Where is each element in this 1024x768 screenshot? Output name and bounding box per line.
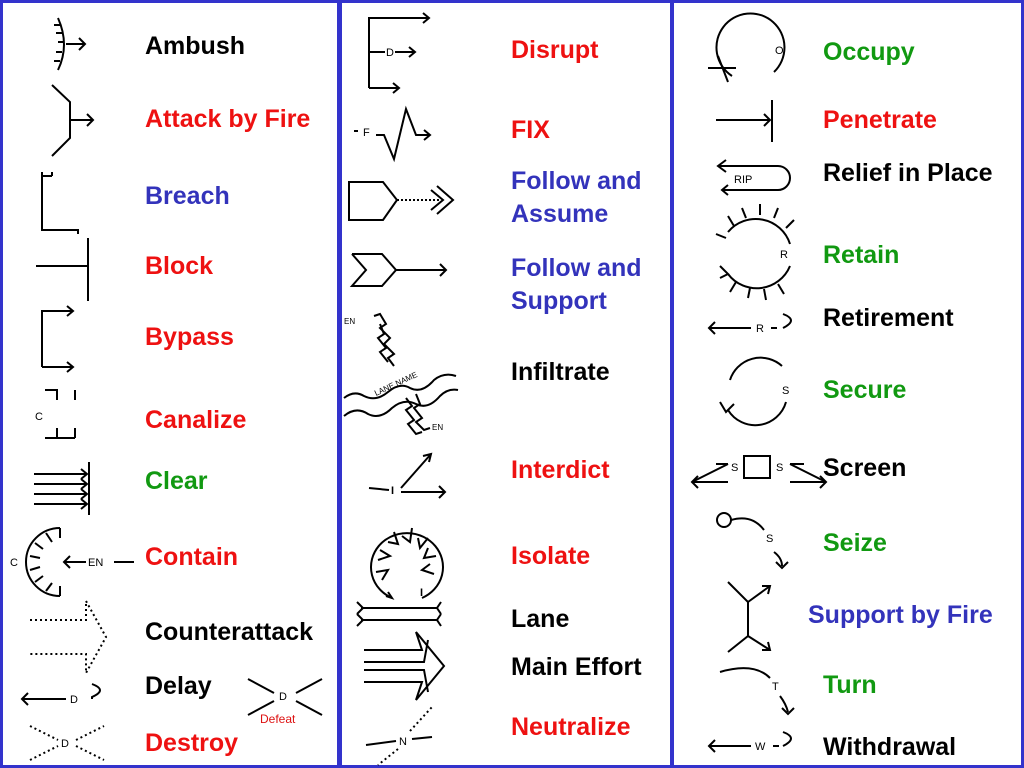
label-screen: Screen bbox=[823, 454, 907, 482]
infiltrate-symbol-text-lane: LANE NAME bbox=[373, 370, 419, 398]
contain-symbol-text-c: C bbox=[10, 557, 18, 569]
disrupt-symbol: D bbox=[368, 12, 431, 94]
screen-symbol: S S bbox=[690, 455, 828, 489]
label-canalize: Canalize bbox=[145, 406, 247, 434]
screen-symbol-text-right: S bbox=[776, 462, 783, 474]
contain-symbol: C EN bbox=[10, 527, 134, 597]
infiltrate-symbol-text-en-bottom: EN bbox=[432, 423, 443, 432]
disrupt-symbol-text: D bbox=[386, 47, 394, 59]
attack-by-fire-symbol bbox=[51, 84, 95, 157]
delay-symbol-text: D bbox=[70, 694, 78, 706]
support-by-fire-symbol bbox=[727, 581, 772, 653]
label-follow-and-assume-1: Follow and bbox=[511, 167, 642, 195]
clear-symbol bbox=[34, 462, 90, 515]
label-interdict: Interdict bbox=[511, 456, 610, 484]
label-secure: Secure bbox=[823, 376, 907, 404]
destroy-symbol: D bbox=[29, 725, 105, 761]
delay-symbol: D bbox=[20, 683, 101, 706]
label-attack-by-fire: Attack by Fire bbox=[145, 105, 311, 133]
canalize-symbol-text: C bbox=[35, 411, 43, 423]
screen-symbol-text-left: S bbox=[731, 462, 738, 474]
occupy-symbol-text: O bbox=[775, 45, 784, 57]
secure-symbol-text: S bbox=[782, 385, 789, 397]
label-main-effort: Main Effort bbox=[511, 653, 642, 681]
label-occupy: Occupy bbox=[823, 38, 915, 66]
breach-symbol bbox=[41, 172, 79, 234]
fix-symbol-text: F bbox=[363, 127, 370, 139]
turn-symbol-text: T bbox=[772, 681, 779, 693]
canalize-symbol: C bbox=[35, 389, 76, 439]
label-follow-and-assume-2: Assume bbox=[511, 200, 609, 228]
label-neutralize: Neutralize bbox=[511, 713, 631, 741]
label-support-by-fire: Support by Fire bbox=[808, 601, 993, 629]
counterattack-symbol bbox=[30, 597, 108, 677]
label-follow-and-support-2: Support bbox=[511, 287, 607, 315]
occupy-symbol: O bbox=[708, 12, 786, 83]
label-contain: Contain bbox=[145, 543, 239, 571]
label-bypass: Bypass bbox=[145, 323, 234, 351]
seize-symbol-text: S bbox=[766, 533, 773, 545]
destroy-symbol-text: D bbox=[61, 738, 69, 750]
label-retain: Retain bbox=[823, 241, 900, 269]
label-isolate: Isolate bbox=[511, 542, 591, 570]
label-follow-and-support-1: Follow and bbox=[511, 254, 642, 282]
defeat-symbol: D bbox=[247, 678, 323, 716]
defeat-symbol-text: D bbox=[279, 691, 287, 703]
relief-in-place-symbol-text: RIP bbox=[734, 174, 752, 186]
infiltrate-symbol-text-en-top: EN bbox=[344, 317, 355, 326]
column3-frame bbox=[671, 0, 1024, 768]
defeat-label: Defeat bbox=[260, 712, 296, 726]
neutralize-symbol-text: N bbox=[399, 736, 407, 748]
column1-frame bbox=[0, 0, 340, 768]
infiltrate-symbol: EN LANE NAME EN bbox=[343, 312, 459, 436]
interdict-symbol: I bbox=[368, 452, 447, 499]
follow-and-support-symbol bbox=[349, 253, 448, 287]
lane-symbol bbox=[356, 601, 442, 627]
seize-symbol: S bbox=[716, 512, 789, 570]
follow-and-assume-symbol bbox=[348, 181, 455, 221]
relief-in-place-symbol: RIP bbox=[716, 159, 791, 196]
retain-symbol-text: R bbox=[780, 249, 788, 261]
main-effort-symbol bbox=[364, 631, 446, 701]
isolate-symbol-text: I bbox=[420, 587, 423, 599]
retirement-symbol-text: R bbox=[756, 323, 764, 335]
neutralize-symbol: N bbox=[365, 706, 433, 766]
turn-symbol: T bbox=[719, 667, 795, 716]
label-breach: Breach bbox=[145, 182, 230, 210]
label-turn: Turn bbox=[823, 671, 877, 699]
contain-symbol-text-en: EN bbox=[88, 557, 103, 569]
interdict-symbol-text: I bbox=[391, 485, 394, 497]
label-delay: Delay bbox=[145, 672, 212, 700]
label-counterattack: Counterattack bbox=[145, 618, 314, 646]
withdrawal-symbol: W bbox=[707, 731, 792, 753]
label-infiltrate: Infiltrate bbox=[511, 358, 610, 386]
retain-symbol: R bbox=[715, 204, 795, 301]
label-withdrawal: Withdrawal bbox=[823, 733, 957, 761]
retirement-symbol: R bbox=[707, 313, 792, 335]
isolate-symbol: I bbox=[370, 527, 444, 600]
label-retirement: Retirement bbox=[823, 304, 954, 332]
label-lane: Lane bbox=[511, 605, 570, 633]
withdrawal-symbol-text: W bbox=[755, 741, 766, 753]
label-clear: Clear bbox=[145, 467, 208, 495]
secure-symbol: S bbox=[719, 356, 789, 427]
label-relief-in-place: Relief in Place bbox=[823, 159, 993, 187]
label-ambush: Ambush bbox=[145, 32, 245, 60]
label-block: Block bbox=[145, 252, 214, 280]
label-penetrate: Penetrate bbox=[823, 106, 937, 134]
label-fix: FIX bbox=[511, 116, 550, 144]
ambush-symbol bbox=[54, 17, 87, 71]
fix-symbol: F bbox=[354, 105, 432, 163]
label-disrupt: Disrupt bbox=[511, 36, 599, 64]
penetrate-symbol bbox=[716, 100, 773, 142]
block-symbol bbox=[36, 238, 89, 301]
label-destroy: Destroy bbox=[145, 729, 239, 757]
bypass-symbol bbox=[41, 305, 75, 373]
label-seize: Seize bbox=[823, 529, 887, 557]
